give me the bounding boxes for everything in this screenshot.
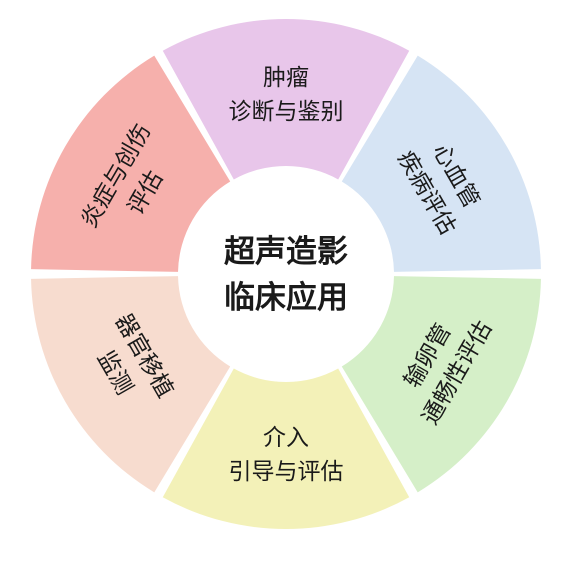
segment-label-tumor-line-1: 肿瘤 — [263, 65, 309, 91]
segments-layer: 肿瘤诊断与鉴别心血管疾病评估输卵管通畅性评估介入引导与评估器官移植监测炎症与创伤… — [31, 18, 541, 530]
center-title-line-1: 超声造影 — [224, 234, 348, 270]
center-title-line-2: 临床应用 — [224, 280, 348, 316]
segment-label-interventional-line-2: 引导与评估 — [229, 459, 344, 485]
segment-cardiovascular — [341, 55, 541, 272]
segment-interventional — [162, 368, 410, 530]
center-circle — [180, 168, 392, 380]
segment-inflammation — [31, 55, 231, 272]
segment-fallopian — [341, 276, 541, 493]
segment-label-interventional-line-1: 介入 — [263, 425, 309, 451]
center-hub: 超声造影 临床应用 — [180, 168, 392, 380]
segment-label-tumor-line-2: 诊断与鉴别 — [229, 99, 344, 125]
segment-tumor — [162, 18, 410, 180]
segment-transplant — [31, 276, 231, 493]
